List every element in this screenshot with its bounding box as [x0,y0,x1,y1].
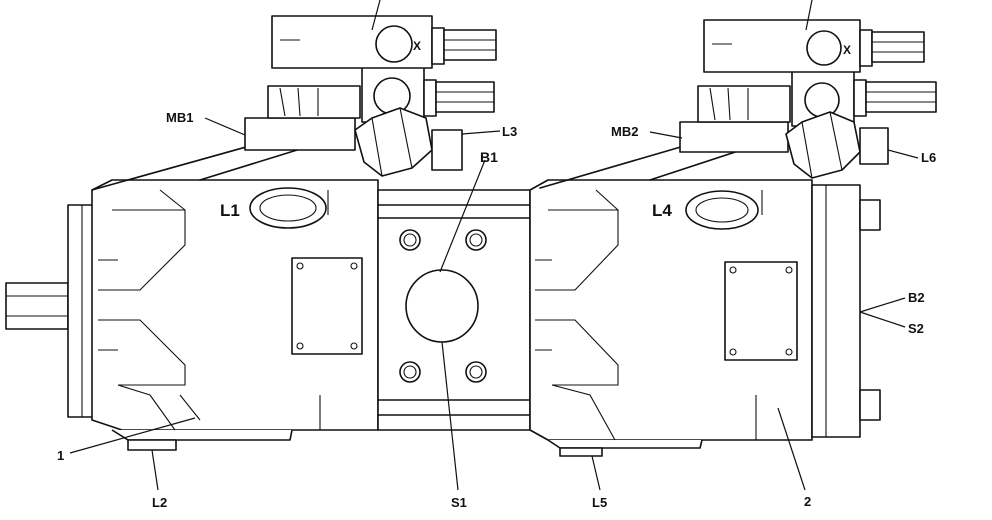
right-regulator-base [679,121,789,153]
left-fitting-upper [443,29,497,61]
leader-lines [69,0,919,491]
port-l4 [685,190,759,230]
left-nameplate [291,257,363,355]
label-x-right: X [843,43,851,57]
label-l1: L1 [220,201,240,220]
label-s2: S2 [908,321,924,336]
rear-cover [811,184,861,438]
label-l4: L4 [652,201,672,220]
left-valve-port [373,77,411,115]
port-b1-s1 [405,269,479,343]
port-l1 [249,187,327,229]
drive-shaft [5,282,69,330]
label-b1: B1 [480,149,498,165]
label-l6: L6 [921,150,936,165]
drain-port-l5 [559,447,603,457]
right-valve-port [804,82,840,118]
label-x-left: X [413,39,421,53]
right-pump-body [529,179,813,441]
left-pilot-port-x [375,25,413,63]
label-mb2: MB2 [611,124,638,139]
label-mb1: MB1 [166,110,193,125]
right-fitting-lower [865,81,937,113]
drain-port-l2 [127,439,177,451]
center-adapter [377,189,531,431]
label-b2: B2 [908,290,925,305]
label-s1: S1 [451,495,467,510]
label-1: 1 [57,448,64,463]
label-l2: L2 [152,495,167,510]
callout-labels: MB1 L3 MB2 L6 B1 L1 L4 X X B2 S2 1 2 L2 … [57,39,936,510]
mounting-flange [67,204,95,418]
label-l5: L5 [592,495,607,510]
label-l3: L3 [502,124,517,139]
left-regulator-base [244,117,356,151]
label-2: 2 [804,494,811,509]
right-fitting-upper [871,31,925,63]
right-nameplate [724,261,798,361]
left-fitting-lower [435,81,495,113]
right-pump [529,19,937,457]
right-pilot-port-x [806,30,842,66]
